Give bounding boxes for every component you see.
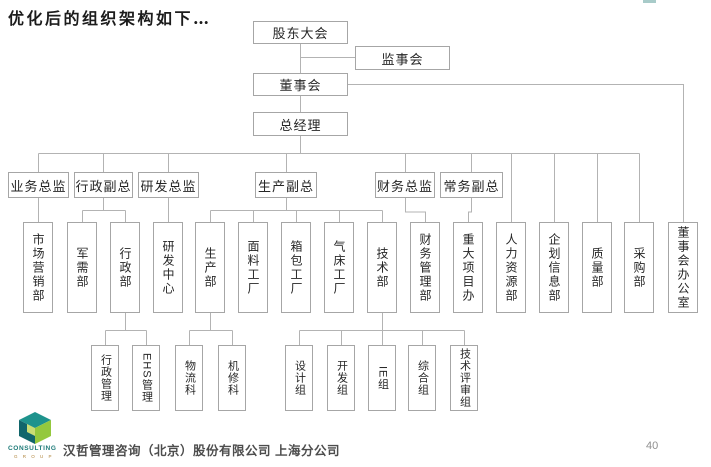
node-rd-director: 研发总监 (138, 172, 199, 198)
node-label: 董事会办公室 (676, 225, 690, 310)
connector-admindept-children (105, 313, 147, 345)
node-label: IE组 (376, 365, 389, 391)
node-label: 市场营销部 (31, 232, 45, 303)
node-label: 人力资源部 (504, 232, 518, 303)
node-ie-group: IE组 (368, 345, 396, 411)
node-label: 股东大会 (272, 26, 329, 41)
node-label: 机修科 (226, 360, 239, 396)
node-label: 常务副总 (443, 178, 500, 194)
node-major-projects-office: 重大项目办 (453, 222, 483, 313)
node-label: 企划信息部 (547, 232, 561, 303)
connector-executivevp-majorprojects (468, 198, 472, 222)
node-label: 面料工厂 (246, 239, 260, 296)
node-board-of-directors: 董事会 (253, 73, 348, 96)
node-label: 军需部 (75, 246, 89, 289)
node-shareholders-meeting: 股东大会 (253, 21, 348, 44)
node-label: 开发组 (335, 360, 348, 396)
connector-techdept-children (299, 313, 465, 345)
node-label: 总经理 (279, 117, 322, 133)
node-label: 箱包工厂 (289, 239, 303, 296)
node-label: 物流科 (183, 360, 196, 396)
connector-rail-direct-departments (511, 153, 640, 222)
node-label: 技术部 (375, 246, 389, 289)
node-executive-vp: 常务副总 (440, 172, 503, 198)
node-marketing-dept: 市场营销部 (23, 222, 53, 313)
node-purchasing-dept: 采购部 (624, 222, 654, 313)
node-business-director: 业务总监 (8, 172, 69, 198)
node-label: 质量部 (590, 246, 604, 289)
node-general-affairs-group: 综合组 (408, 345, 436, 411)
node-tech-review-group: 技术评审组 (450, 345, 478, 411)
node-label: 行政部 (118, 246, 132, 289)
node-ehs-mgmt-group: EHS管理 (132, 345, 160, 411)
node-bag-factory: 箱包工厂 (281, 222, 311, 313)
top-edge-decoration (643, 0, 656, 3)
page-number: 40 (646, 440, 659, 452)
node-label: 研发总监 (140, 178, 197, 194)
node-machine-repair-section: 机修科 (218, 345, 246, 411)
node-admin-mgmt-group: 行政管理 (91, 345, 119, 411)
logo-cube-notch (27, 424, 35, 436)
node-development-group: 开发组 (327, 345, 355, 411)
node-label: 采购部 (632, 246, 646, 289)
node-general-manager: 总经理 (253, 112, 348, 136)
node-label: 董事会 (279, 78, 322, 93)
node-finance-director: 财务总监 (375, 172, 435, 198)
node-label: 行政副总 (75, 178, 132, 194)
node-label: 财务管理部 (418, 232, 432, 303)
node-label: 监事会 (381, 51, 424, 67)
node-label: 生产副总 (257, 178, 314, 194)
logo-wordmark: CONSULTING (8, 445, 57, 452)
connector-group (38, 44, 684, 345)
node-finance-mgmt-dept: 财务管理部 (410, 222, 440, 313)
node-label: 研发中心 (161, 239, 175, 296)
node-military-supply-dept: 军需部 (67, 222, 97, 313)
consulting-logo-icon (19, 412, 51, 444)
connector-finance-financemgmt (405, 198, 426, 222)
node-supervisory-board: 监事会 (355, 46, 450, 70)
node-planning-info-dept: 企划信息部 (539, 222, 569, 313)
node-rd-center: 研发中心 (153, 222, 183, 313)
node-label: 行政管理 (99, 354, 112, 402)
node-label: 气床工厂 (332, 239, 346, 296)
node-label: 生产部 (203, 246, 217, 289)
node-label: 技术评审组 (458, 348, 471, 408)
node-admin-dept: 行政部 (110, 222, 140, 313)
logo-group-text: G R O U P (14, 454, 54, 459)
node-admin-vp: 行政副总 (74, 172, 133, 198)
connector-board-boardoffice (347, 84, 684, 222)
node-label: 综合组 (416, 360, 429, 396)
node-technology-dept: 技术部 (367, 222, 397, 313)
node-label: 业务总监 (10, 178, 67, 194)
connector-productionvp-children (210, 198, 383, 222)
node-design-group: 设计组 (285, 345, 313, 411)
node-label: 重大项目办 (461, 232, 475, 303)
node-hr-dept: 人力资源部 (496, 222, 526, 313)
node-board-office: 董事会办公室 (668, 222, 698, 313)
node-production-dept: 生产部 (195, 222, 225, 313)
connector-productiondept-children (189, 313, 233, 345)
node-production-vp: 生产副总 (255, 172, 317, 198)
node-quality-dept: 质量部 (582, 222, 612, 313)
node-airbed-factory: 气床工厂 (324, 222, 354, 313)
connector-adminvp-children (82, 198, 126, 222)
page-title: 优化后的组织架构如下… (8, 9, 212, 28)
connector-rail-executives (38, 153, 472, 172)
node-label: EHS管理 (140, 353, 153, 403)
node-label: 设计组 (293, 360, 306, 396)
footer-company-name: 汉哲管理咨询（北京）股份有限公司 上海分公司 (63, 444, 340, 458)
node-logistics-section: 物流科 (175, 345, 203, 411)
node-fabric-factory: 面料工厂 (238, 222, 268, 313)
logo-cube-right (35, 420, 51, 444)
node-label: 财务总监 (376, 178, 433, 194)
